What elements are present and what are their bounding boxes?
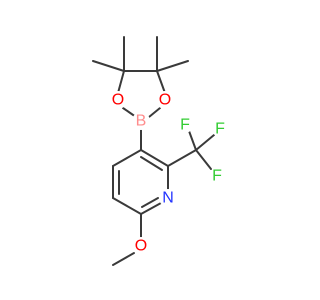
bond-c6-n bbox=[140, 202, 162, 215]
oxygen-atom-left: O bbox=[109, 91, 127, 109]
fluorine-atom-3: F bbox=[209, 168, 225, 185]
bond-c2-cf3 bbox=[167, 149, 197, 167]
fluorine-1-label: F bbox=[180, 117, 190, 134]
oxygen-atom-right: O bbox=[156, 91, 174, 109]
bond-c2-c3-outer bbox=[140, 149, 169, 167]
bond-c3-c4 bbox=[112, 149, 142, 167]
atom-label-layer: O O B N O F F F bbox=[109, 91, 228, 255]
bond-c1-o-left bbox=[117, 70, 125, 94]
fluorine-3-label: F bbox=[212, 168, 222, 185]
bond-o-methyl bbox=[112, 252, 135, 266]
boron-label: B bbox=[136, 113, 147, 130]
bond-methyl-2 bbox=[92, 60, 125, 72]
oxygen-methoxy-label: O bbox=[135, 238, 147, 255]
fluorine-atom-2: F bbox=[212, 121, 228, 138]
bond-o-right-b bbox=[148, 107, 161, 118]
oxygen-atom-methoxy: O bbox=[132, 237, 150, 255]
fluorine-atom-1: F bbox=[177, 117, 193, 134]
bond-c2-c3-inner bbox=[140, 156, 163, 171]
nitrogen-label: N bbox=[162, 190, 174, 207]
chemical-structure-diagram: O O B N O F F F bbox=[92, 36, 228, 266]
boron-atom: B bbox=[132, 112, 150, 130]
fluorine-2-label: F bbox=[215, 121, 225, 138]
bond-c6-n-inner bbox=[141, 197, 159, 208]
nitrogen-atom: N bbox=[159, 189, 177, 207]
bond-cf3-f2 bbox=[195, 134, 215, 151]
bond-cf3-f3 bbox=[195, 149, 212, 170]
bond-layer bbox=[92, 36, 215, 266]
oxygen-left-label: O bbox=[112, 92, 124, 109]
bond-c5-c6 bbox=[112, 197, 142, 215]
bond-methyl-4 bbox=[156, 60, 189, 72]
oxygen-right-label: O bbox=[159, 92, 171, 109]
bond-cf3-f1 bbox=[188, 130, 197, 151]
bond-c2-o-right bbox=[156, 70, 166, 94]
bond-o-left-b bbox=[122, 107, 137, 118]
